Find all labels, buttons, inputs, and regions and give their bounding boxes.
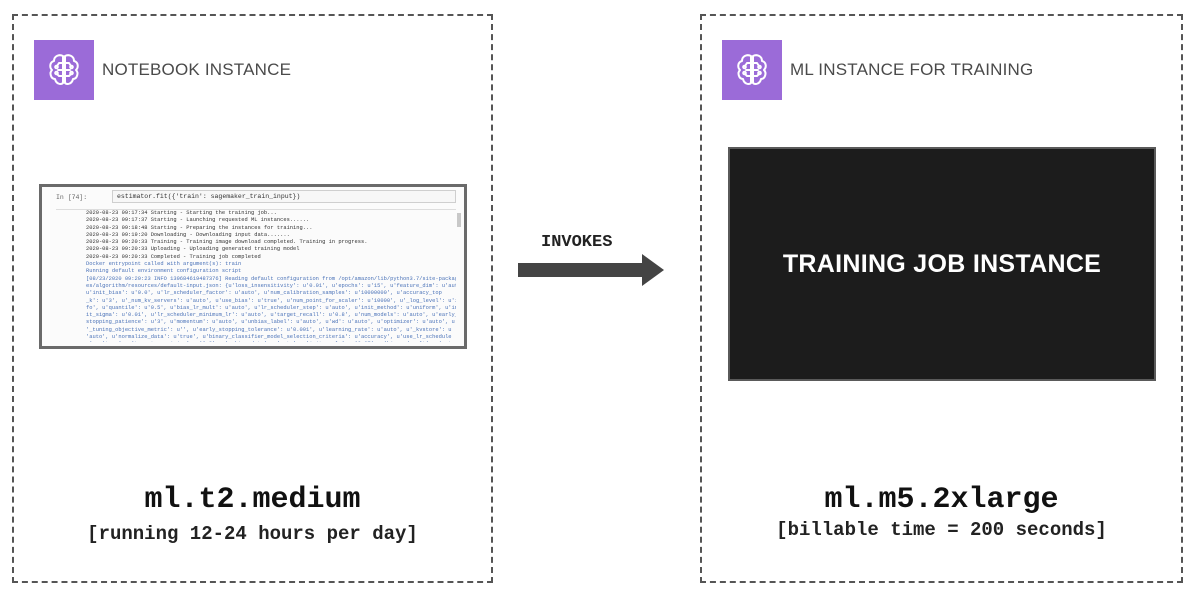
invokes-label: INVOKES [541,233,613,252]
notebook-instance-title: NOTEBOOK INSTANCE [102,60,292,79]
notebook-runtime-note: [running 12-24 hours per day] [87,523,418,545]
log-line: 2020-08-23 09:17:37 Starting - Launching… [86,217,310,224]
notebook-cell: In [74]: estimator.fit({'train': sagemak… [42,187,464,207]
training-instance-type: ml.m5.2xlarge [824,483,1059,517]
info-line: _k': u'3', u'_num_kv_servers': u'auto', … [86,297,456,304]
training-billable-note: [billable time = 200 seconds] [776,519,1107,541]
training-instance-panel: ML INSTANCE FOR TRAINING TRAINING JOB IN… [700,14,1183,583]
info-line: stopping_patience': u'3', u'momentum': u… [86,319,455,326]
training-job-label: TRAINING JOB INSTANCE [782,249,1102,278]
log-line: 2020-08-23 09:19:20 Downloading - Downlo… [86,231,290,238]
training-instance-title: ML INSTANCE FOR TRAINING [790,60,1034,79]
info-line: 'auto', u'normalize_data': u'true', u'bi… [86,334,452,341]
info-line: es/algorithm/resources/default-input.jso… [86,282,456,289]
info-line: '_tuning_objective_metric': u'', u'early… [86,326,452,333]
info-line: r': u'true', u'target_precision': u'0.8'… [86,341,456,342]
log-line: 2020-08-23 09:18:48 Starting - Preparing… [86,224,313,231]
output-scrollbar [457,213,461,227]
info-line: [08/23/2020 09:20:23 INFO 13968461948737… [86,275,456,282]
cell-prompt: In [74]: [56,194,88,201]
brain-icon [722,40,782,100]
info-line: u'init_bias': u'0.0', u'lr_scheduler_fac… [86,290,442,297]
notebook-instance-panel: NOTEBOOK INSTANCE In [74]: estimator.fit… [12,14,493,583]
invokes-arrow [518,254,664,286]
info-line: Docker entrypoint called with argument(s… [86,261,242,268]
log-line: 2020-08-23 09:17:34 Starting - Starting … [86,210,277,216]
info-line: it_sigma': u'0.01', u'lr_scheduler_minim… [86,312,456,319]
cell-code: estimator.fit({'train': sagemaker_train_… [112,190,456,203]
log-line: 2020-08-23 09:20:33 Training - Training … [86,239,368,246]
training-job-box: TRAINING JOB INSTANCE [728,147,1156,381]
notebook-instance-type: ml.t2.medium [144,483,361,517]
log-line: 2020-08-23 09:20:33 Uploading - Uploadin… [86,246,300,253]
info-line: Running default environment configuratio… [86,268,242,275]
cell-output: 2020-08-23 09:17:34 Starting - Starting … [56,209,456,342]
notebook-screenshot: In [74]: estimator.fit({'train': sagemak… [39,184,467,349]
log-line: 2020-08-23 09:20:33 Completed - Training… [86,253,261,260]
brain-icon [34,40,94,100]
info-line: fo', u'quantile': u'0.5', u'bias_lr_mult… [86,304,456,311]
